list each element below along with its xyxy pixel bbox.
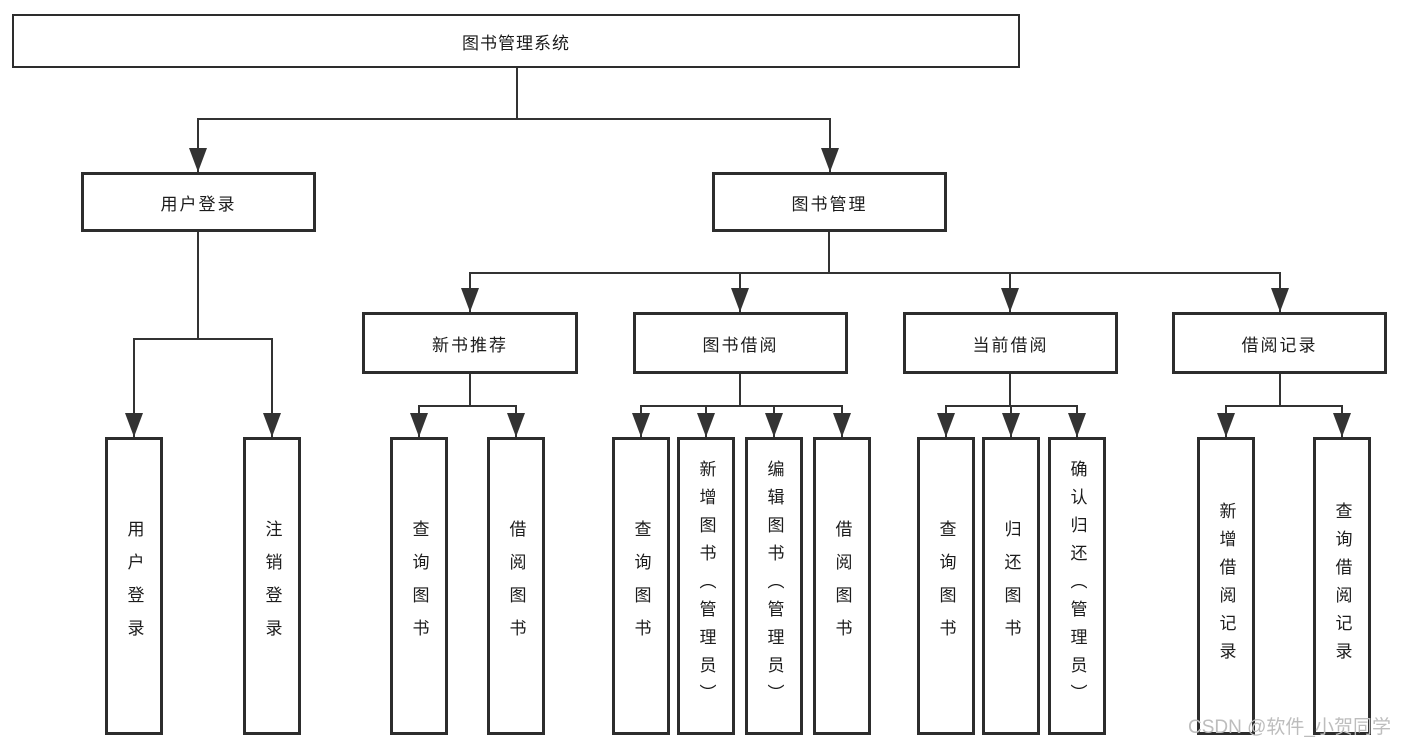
connector-down [739,374,741,405]
node-label: 当前借阅 [972,335,1049,355]
node-leaf-query-book-3: 查询图书 [917,437,975,735]
node-leaf-add-borrow-record: 新增借阅记录 [1197,437,1255,735]
arrowhead-icon [263,413,281,437]
arrowhead-icon [1068,413,1086,437]
node-leaf-logout: 注销登录 [243,437,301,735]
leaf-label: 归还图书 [1001,520,1021,652]
leaf-label: 确认归还（管理员） [1067,460,1087,712]
connector-down [1009,374,1011,405]
connector-g2-bar [418,405,517,407]
connector-g3-bar [640,405,842,407]
node-root: 图书管理系统 [12,14,1020,68]
node-leaf-confirm-return-admin: 确认归还（管理员） [1048,437,1106,735]
node-book-borrow: 图书借阅 [633,312,848,374]
leaf-label: 查询图书 [631,520,651,652]
arrowhead-icon [1002,413,1020,437]
arrowhead-icon [189,148,207,172]
node-root-label: 图书管理系统 [462,33,570,53]
connector-down [469,374,471,405]
connector-l2-bar [197,118,831,120]
node-leaf-user-login: 用户登录 [105,437,163,735]
node-leaf-query-borrow-record: 查询借阅记录 [1313,437,1371,735]
arrowhead-icon [697,413,715,437]
node-book-mgmt: 图书管理 [712,172,947,232]
leaf-label: 编辑图书（管理员） [764,460,784,712]
arrowhead-icon [833,413,851,437]
arrowhead-icon [1217,413,1235,437]
node-user-login: 用户登录 [81,172,316,232]
node-leaf-query-book-2: 查询图书 [612,437,670,735]
arrowhead-icon [731,288,749,312]
arrowhead-icon [507,413,525,437]
connector-l3-bar [469,272,1281,274]
connector-g1-bar [133,338,273,340]
connector-stub-mgmt [829,118,831,172]
leaf-label: 新增图书（管理员） [696,460,716,712]
node-leaf-return-book: 归还图书 [982,437,1040,735]
arrowhead-icon [765,413,783,437]
node-user-login-label: 用户登录 [160,194,237,214]
leaf-label: 用户登录 [124,520,144,652]
connector-stub-login [197,118,199,172]
node-book-mgmt-label: 图书管理 [791,194,868,214]
connector-root-down [516,68,518,118]
arrowhead-icon [1333,413,1351,437]
leaf-label: 查询图书 [936,520,956,652]
node-leaf-edit-book-admin: 编辑图书（管理员） [745,437,803,735]
arrowhead-icon [1271,288,1289,312]
connector-g1-stub [133,338,135,437]
leaf-label: 注销登录 [262,520,282,652]
watermark: CSDN @软件_小贺同学 [1188,717,1391,738]
node-label: 借阅记录 [1241,335,1318,355]
connector-g5-bar [1225,405,1343,407]
leaf-label: 查询借阅记录 [1332,502,1352,670]
node-leaf-add-book-admin: 新增图书（管理员） [677,437,735,735]
arrowhead-icon [410,413,428,437]
arrowhead-icon [937,413,955,437]
node-leaf-borrow-book-2: 借阅图书 [813,437,871,735]
arrowhead-icon [1001,288,1019,312]
connector-g1-stub [271,338,273,437]
node-new-book-recommend: 新书推荐 [362,312,578,374]
leaf-label: 新增借阅记录 [1216,502,1236,670]
arrowhead-icon [125,413,143,437]
leaf-label: 查询图书 [409,520,429,652]
node-leaf-borrow-book-1: 借阅图书 [487,437,545,735]
node-label: 图书借阅 [702,335,779,355]
leaf-label: 借阅图书 [506,520,526,652]
connector-down [1279,374,1281,405]
connector-login-down [197,232,199,338]
node-borrow-record: 借阅记录 [1172,312,1387,374]
arrowhead-icon [821,148,839,172]
connector-mgmt-down [828,232,830,272]
node-current-borrow: 当前借阅 [903,312,1118,374]
node-label: 新书推荐 [432,335,508,355]
arrowhead-icon [632,413,650,437]
node-leaf-query-book-1: 查询图书 [390,437,448,735]
leaf-label: 借阅图书 [832,520,852,652]
arrowhead-icon [461,288,479,312]
